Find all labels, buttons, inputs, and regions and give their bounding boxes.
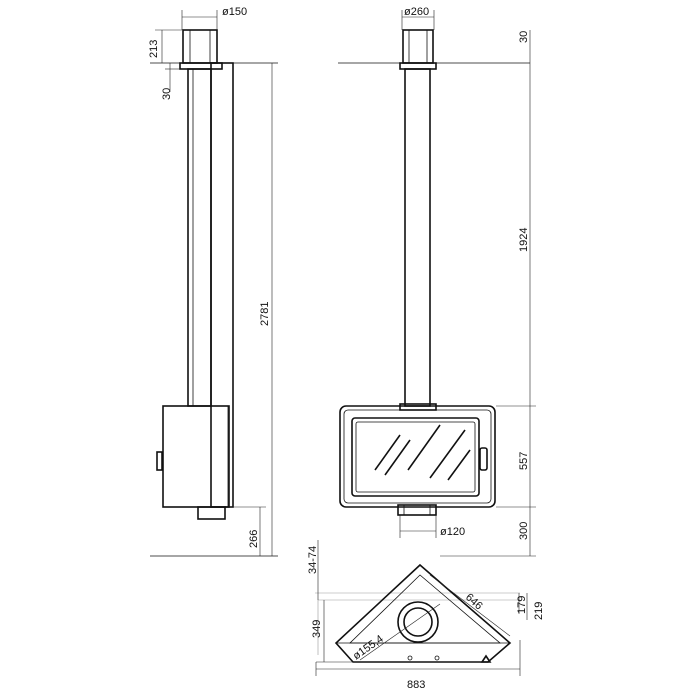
side-top-offset-label: 213 bbox=[148, 40, 160, 58]
front-view: ø260 30 1924 557 300 ø120 bbox=[338, 6, 536, 557]
plan-flue-outer bbox=[397, 601, 439, 643]
front-bottom-clearance-label: 300 bbox=[518, 522, 530, 540]
side-view: ø150 213 30 2781 266 bbox=[148, 6, 278, 557]
front-ceiling-plate bbox=[399, 62, 437, 70]
front-firebox bbox=[339, 405, 496, 508]
front-pipe bbox=[404, 68, 431, 407]
glass-reflection-line bbox=[384, 439, 411, 476]
plan-diagonal-label: 646 bbox=[463, 591, 485, 612]
plan-flue-inner bbox=[403, 607, 433, 637]
side-ceiling-plate bbox=[179, 62, 223, 70]
side-firebox bbox=[162, 405, 230, 508]
side-total-height-label: 2781 bbox=[259, 302, 271, 326]
plan-depth-label: 349 bbox=[311, 620, 323, 638]
plan-width-label: 883 bbox=[407, 679, 425, 691]
glass-reflection-line bbox=[407, 424, 441, 471]
front-door-handle bbox=[479, 447, 488, 471]
side-flue-diameter-label: ø150 bbox=[222, 6, 247, 18]
side-handle bbox=[156, 451, 163, 471]
front-bottom-outlet bbox=[397, 504, 437, 516]
front-pipe-length-label: 1924 bbox=[518, 228, 530, 252]
glass-reflection-line bbox=[447, 449, 471, 481]
side-floor-clearance-label: 266 bbox=[248, 530, 260, 548]
plan-wall-offset-label: 34-74 bbox=[307, 546, 319, 574]
plan-dim-219-label: 219 bbox=[533, 602, 545, 620]
front-top-collar bbox=[402, 29, 434, 64]
side-ceiling-gap-label: 30 bbox=[161, 88, 173, 100]
glass-reflection-line bbox=[374, 434, 401, 471]
side-column bbox=[187, 68, 212, 407]
front-outlet-diameter-label: ø120 bbox=[440, 526, 465, 538]
front-firebox-height-label: 557 bbox=[518, 452, 530, 470]
side-top-collar bbox=[182, 29, 218, 64]
plan-view: 34-74 646 179 219 349 ø155,4 883 bbox=[307, 540, 545, 691]
front-glass bbox=[351, 417, 480, 497]
plan-dim-179-label: 179 bbox=[516, 596, 528, 614]
front-ceiling-gap-label: 30 bbox=[518, 31, 530, 43]
side-bottom-outlet bbox=[197, 506, 226, 520]
glass-reflection-line bbox=[429, 429, 466, 479]
front-flue-diameter-label: ø260 bbox=[404, 6, 429, 18]
